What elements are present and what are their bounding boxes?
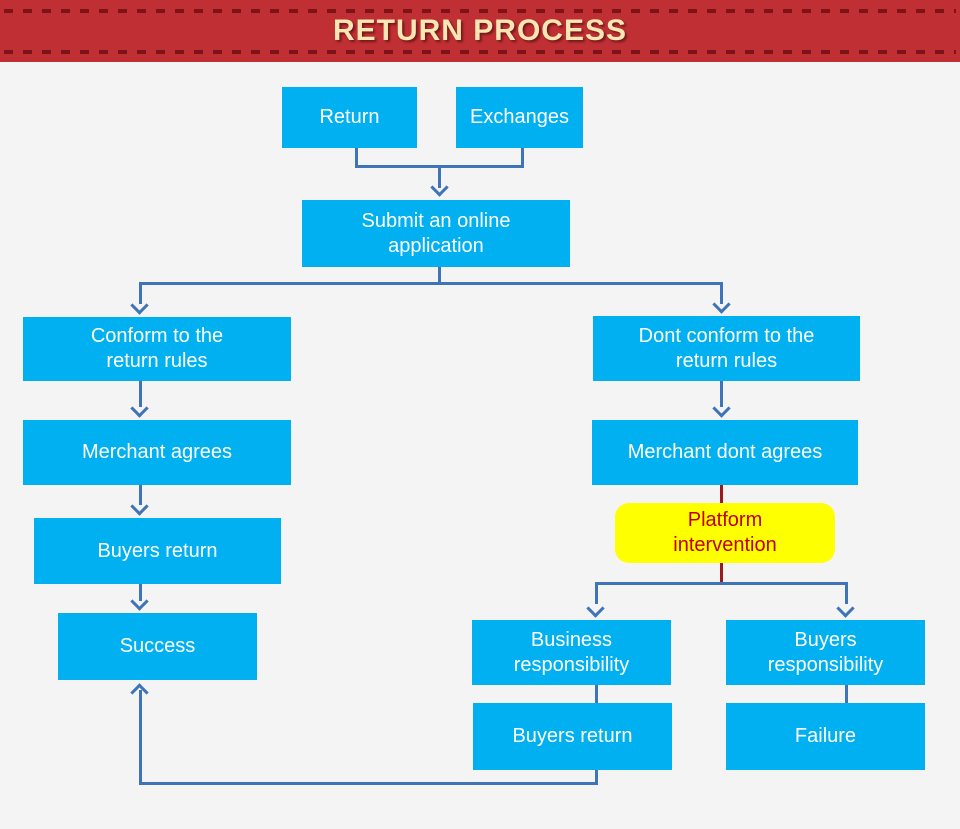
connector-line [595, 582, 598, 604]
node-return: Return [282, 87, 417, 148]
node-platform-intervention: Platform intervention [615, 503, 835, 563]
node-failure: Failure [726, 703, 925, 770]
arrow-down-icon [712, 399, 731, 418]
connector-line [139, 690, 142, 785]
connector-line-red [720, 563, 723, 585]
node-merchant-agrees: Merchant agrees [23, 420, 291, 485]
node-success: Success [58, 613, 257, 680]
node-exchanges: Exchanges [456, 87, 583, 148]
connector-line [139, 282, 723, 285]
node-business-responsibility: Business responsibility [472, 620, 671, 685]
arrow-down-icon [836, 599, 855, 618]
arrow-down-icon [586, 599, 605, 618]
connector-line [355, 148, 358, 166]
connector-line [720, 282, 723, 304]
banner-dashed-line-bottom [4, 50, 956, 54]
connector-line [139, 381, 142, 407]
arrow-down-icon [130, 497, 149, 516]
arrow-down-icon [130, 399, 149, 418]
arrow-down-icon [130, 592, 149, 611]
connector-line [139, 485, 142, 505]
arrow-down-icon [712, 295, 731, 314]
connector-line [438, 267, 441, 285]
arrow-up-icon [130, 683, 149, 702]
connector-line [595, 582, 848, 585]
node-buyers-responsibility: Buyers responsibility [726, 620, 925, 685]
connector-line [139, 782, 598, 785]
connector-line-red [720, 485, 723, 503]
connector-line [139, 584, 142, 601]
connector-line [595, 770, 598, 785]
node-conform-rules: Conform to the return rules [23, 317, 291, 381]
connector-line [845, 582, 848, 604]
node-submit-application: Submit an online application [302, 200, 570, 267]
node-buyers-return-left: Buyers return [34, 518, 281, 584]
node-buyers-return-right: Buyers return [473, 703, 672, 770]
arrow-down-icon [130, 296, 149, 315]
arrow-down-icon [430, 178, 449, 197]
node-dont-conform-rules: Dont conform to the return rules [593, 316, 860, 381]
node-merchant-dont-agrees: Merchant dont agrees [592, 420, 858, 485]
connector-line [720, 381, 723, 407]
connector-line [139, 282, 142, 304]
connector-line [438, 165, 441, 188]
connector-line [521, 148, 524, 166]
page-title: RETURN PROCESS [332, 14, 628, 47]
banner-dashed-line-top [4, 9, 956, 13]
connector-line [595, 685, 598, 703]
header-banner: RETURN PROCESS [0, 0, 960, 62]
connector-line [845, 685, 848, 703]
